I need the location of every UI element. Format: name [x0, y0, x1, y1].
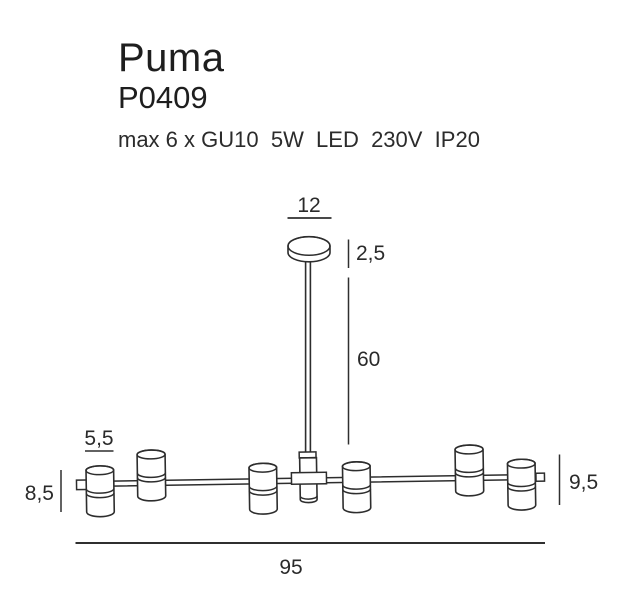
product-name: Puma — [118, 36, 225, 80]
spotlight-5 — [454, 444, 485, 497]
center-hub — [290, 451, 328, 504]
suspension-rod — [304, 251, 312, 454]
dim-left-height-label: 8,5 — [25, 482, 54, 505]
fixture — [75, 444, 546, 518]
dim-spot-diameter-label: 5,5 — [84, 427, 113, 450]
dim-canopy-height-label: 2,5 — [356, 242, 385, 265]
dim-canopy-width-label: 12 — [297, 194, 320, 217]
ceiling-canopy — [287, 235, 331, 263]
spotlight-3 — [248, 462, 279, 515]
dim-rod-length-label: 60 — [357, 348, 380, 371]
spotlight-1 — [85, 465, 116, 518]
product-specs: max 6 x GU10 5W LED 230V IP20 — [118, 127, 480, 152]
bar-end-cap-right — [535, 472, 546, 482]
hub-bracket — [290, 471, 328, 486]
dim-total-length-label: 95 — [279, 556, 302, 579]
spotlight-4 — [341, 461, 372, 514]
product-code: P0409 — [118, 80, 208, 115]
dim-right-height-label: 9,5 — [569, 471, 598, 494]
spotlight-2 — [136, 449, 167, 502]
spotlight-6 — [506, 458, 537, 511]
